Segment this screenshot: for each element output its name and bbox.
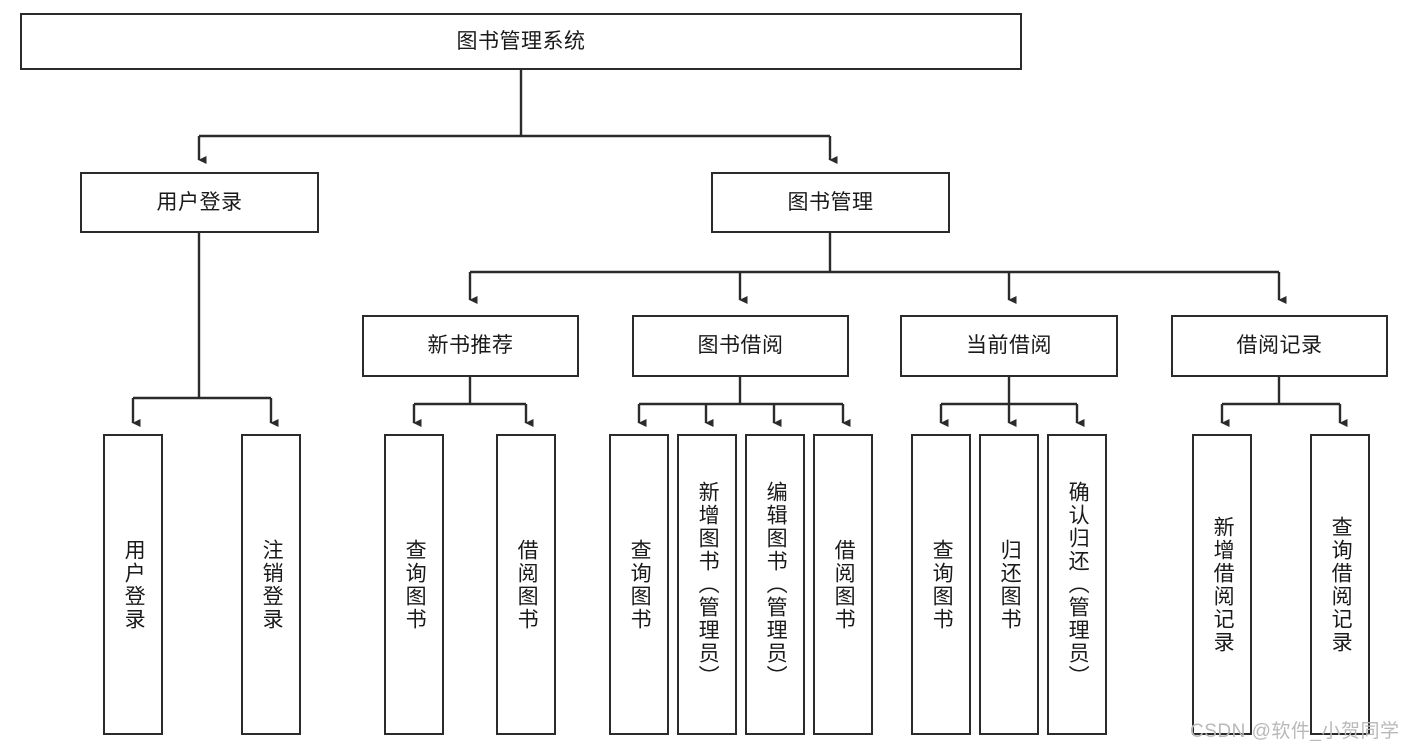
node-borrow-record[interactable]: 借阅记录: [1171, 315, 1388, 377]
node-book-borrow[interactable]: 图书借阅: [632, 315, 849, 377]
connector-newbook-to-leaves: [412, 377, 534, 428]
node-root-book-management-system[interactable]: 图书管理系统: [20, 13, 1022, 70]
node-label: 借阅图书: [832, 538, 856, 631]
node-label: 查询图书: [930, 538, 954, 631]
connector-root-to-level2: [197, 70, 838, 165]
node-label: 编辑图书（管理员）: [764, 481, 788, 688]
node-label: 查询借阅记录: [1329, 515, 1353, 654]
node-label: 新增借阅记录: [1211, 515, 1235, 654]
node-label: 图书借阅: [697, 334, 784, 358]
node-label: 归还图书: [998, 538, 1022, 631]
node-label: 新书推荐: [427, 334, 514, 358]
leaf-borrow-book-newbook[interactable]: 借阅图书: [496, 434, 556, 735]
leaf-add-borrow-record[interactable]: 新增借阅记录: [1192, 434, 1252, 735]
connector-borrowrecord-to-leaves: [1220, 377, 1348, 428]
node-current-borrow[interactable]: 当前借阅: [900, 315, 1118, 377]
node-label: 注销登录: [260, 538, 284, 631]
node-book-management[interactable]: 图书管理: [711, 172, 950, 233]
leaf-query-book-newbook[interactable]: 查询图书: [384, 434, 444, 735]
leaf-edit-book-admin[interactable]: 编辑图书（管理员）: [745, 434, 805, 735]
node-label: 用户登录: [122, 538, 146, 631]
leaf-add-book-admin[interactable]: 新增图书（管理员）: [677, 434, 737, 735]
node-label: 查询图书: [628, 538, 652, 631]
connector-booklogin-to-leaves: [131, 233, 279, 428]
node-label: 新增图书（管理员）: [696, 481, 720, 688]
node-label: 借阅图书: [515, 538, 539, 631]
leaf-query-book-current[interactable]: 查询图书: [911, 434, 971, 735]
connector-bookmanage-to-level3: [468, 233, 1287, 305]
connector-bookborrow-to-leaves: [637, 377, 851, 428]
leaf-return-book[interactable]: 归还图书: [979, 434, 1039, 735]
node-label: 用户登录: [156, 190, 243, 214]
leaf-query-book-borrow[interactable]: 查询图书: [609, 434, 669, 735]
node-label: 查询图书: [403, 538, 427, 631]
node-label: 确认归还（管理员）: [1066, 481, 1090, 688]
leaf-confirm-return-admin[interactable]: 确认归还（管理员）: [1047, 434, 1107, 735]
leaf-user-login[interactable]: 用户登录: [103, 434, 163, 735]
leaf-query-borrow-record[interactable]: 查询借阅记录: [1310, 434, 1370, 735]
node-user-login[interactable]: 用户登录: [80, 172, 319, 233]
leaf-user-logout[interactable]: 注销登录: [241, 434, 301, 735]
node-label: 图书管理: [787, 190, 874, 214]
node-label: 借阅记录: [1236, 334, 1323, 358]
node-new-book-recommendation[interactable]: 新书推荐: [362, 315, 579, 377]
connector-currentborrow-to-leaves: [939, 377, 1085, 428]
leaf-borrow-book-borrow[interactable]: 借阅图书: [813, 434, 873, 735]
node-label: 当前借阅: [966, 334, 1052, 358]
node-label: 图书管理系统: [456, 29, 586, 53]
